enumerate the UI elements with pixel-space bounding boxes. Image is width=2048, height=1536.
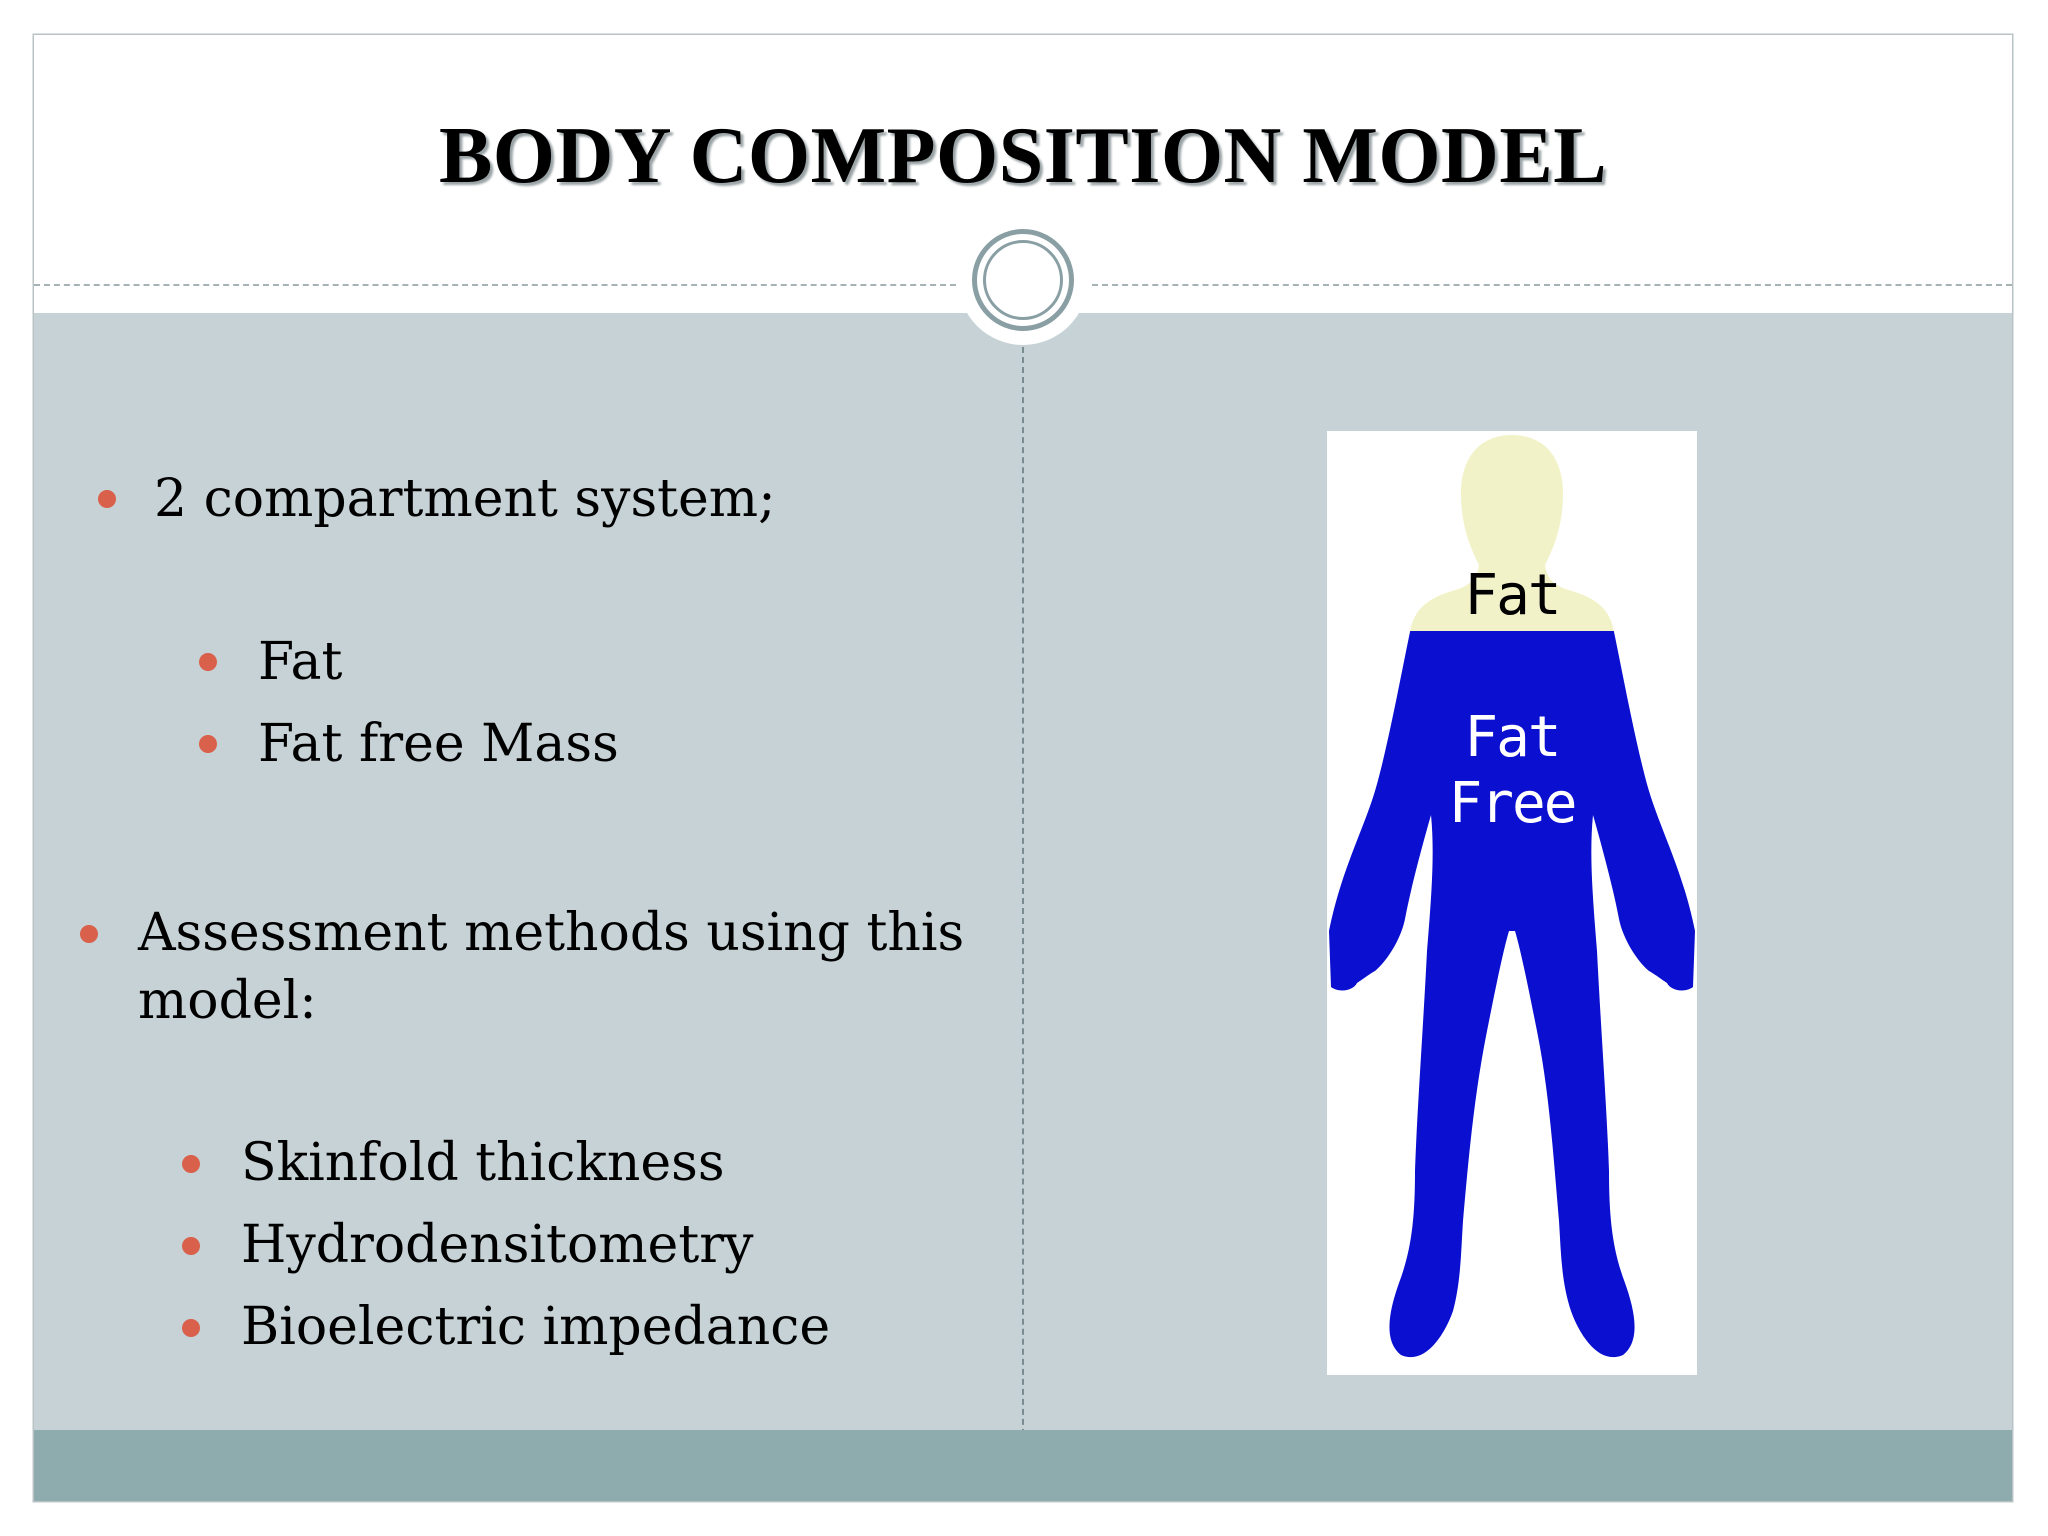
bullet-dot xyxy=(80,925,98,943)
title-ornament-inner-circle xyxy=(983,240,1063,320)
list-item: 2 compartment system; xyxy=(154,469,776,529)
list-item: Skinfold thickness xyxy=(241,1133,725,1193)
list-item: Bioelectric impedance xyxy=(241,1297,831,1357)
fat-free-label-line2: Free xyxy=(1448,771,1578,836)
column-divider xyxy=(1022,347,1024,1465)
slide: BODY COMPOSITION MODEL 2 compartment sys… xyxy=(34,35,2012,1501)
content-area: 2 compartment system; Fat Fat free Mass … xyxy=(34,313,2012,1465)
bullet-dot xyxy=(182,1155,200,1173)
slide-title: BODY COMPOSITION MODEL xyxy=(438,112,1608,200)
list-item: Fat xyxy=(258,632,343,692)
list-item: Fat free Mass xyxy=(258,714,619,774)
bullet-dot xyxy=(199,735,217,753)
list-item: Hydrodensitometry xyxy=(241,1215,754,1275)
body-composition-figure: Fat Fat Free xyxy=(1327,431,1697,1375)
footer-band xyxy=(34,1430,2012,1501)
bullet-dot xyxy=(98,490,116,508)
bullet-dot xyxy=(182,1319,200,1337)
title-divider-right xyxy=(1092,284,2012,286)
fat-label: Fat xyxy=(1464,563,1561,628)
bullet-dot xyxy=(182,1237,200,1255)
title-ornament-circle xyxy=(972,229,1074,331)
fat-free-label-line1: Fat xyxy=(1464,705,1561,770)
list-item: Assessment methods using this model: xyxy=(138,903,965,1031)
title-divider-left xyxy=(34,284,956,286)
bullet-dot xyxy=(199,653,217,671)
